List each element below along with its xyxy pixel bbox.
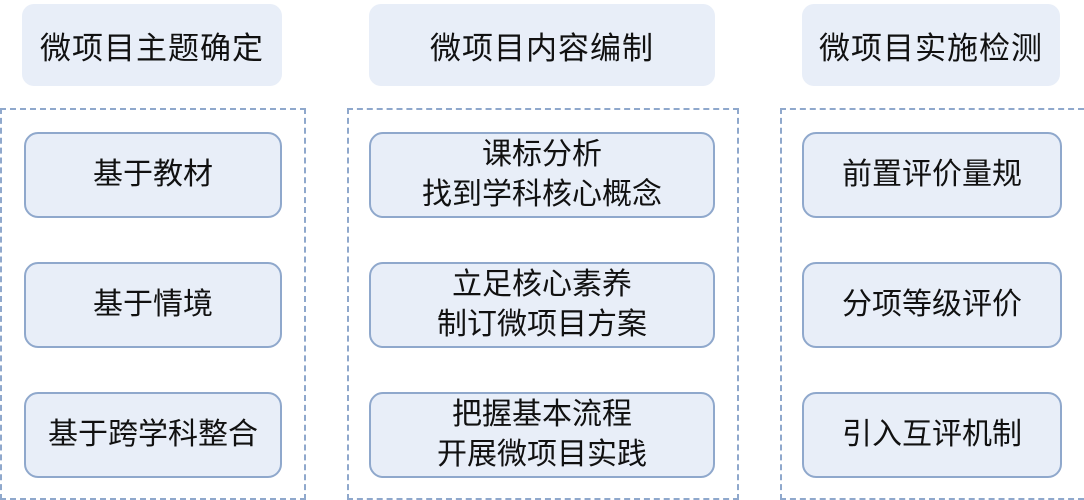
box-label: 引入互评机制 (842, 417, 1022, 452)
column-header-label: 微项目主题确定 (40, 30, 264, 67)
box-line: 制订微项目方案 (437, 307, 647, 342)
box-label: 分项等级评价 (842, 287, 1022, 322)
box-core-literacy: 立足核心素养 制订微项目方案 (369, 262, 715, 348)
column-header-label: 微项目实施检测 (819, 30, 1043, 67)
column-header-content: 微项目内容编制 (369, 4, 715, 86)
box-label: 前置评价量规 (842, 157, 1022, 192)
box-basic-process: 把握基本流程 开展微项目实践 (369, 392, 715, 478)
group-topic: 基于教材 基于情境 基于跨学科整合 (0, 108, 306, 500)
group-content: 课标分析 找到学科核心概念 立足核心素养 制订微项目方案 把握基本流程 开展微项… (347, 108, 739, 500)
box-label: 基于情境 (93, 287, 213, 322)
box-peer-review: 引入互评机制 (802, 392, 1062, 478)
box-interdisciplinary: 基于跨学科整合 (24, 392, 282, 478)
box-curriculum-analysis: 课标分析 找到学科核心概念 (369, 132, 715, 218)
box-context: 基于情境 (24, 262, 282, 348)
box-label: 基于跨学科整合 (48, 417, 258, 452)
column-header-topic: 微项目主题确定 (22, 4, 282, 86)
box-line: 开展微项目实践 (437, 437, 647, 472)
box-textbook: 基于教材 (24, 132, 282, 218)
box-label: 基于教材 (93, 157, 213, 192)
column-header-label: 微项目内容编制 (430, 30, 654, 67)
box-graded-evaluation: 分项等级评价 (802, 262, 1062, 348)
group-evaluation: 前置评价量规 分项等级评价 引入互评机制 (780, 108, 1084, 500)
box-line: 把握基本流程 (452, 397, 632, 432)
box-pre-rubric: 前置评价量规 (802, 132, 1062, 218)
box-line: 立足核心素养 (452, 267, 632, 302)
box-line: 找到学科核心概念 (422, 177, 662, 212)
column-header-evaluation: 微项目实施检测 (802, 4, 1060, 86)
box-line: 课标分析 (482, 137, 602, 172)
